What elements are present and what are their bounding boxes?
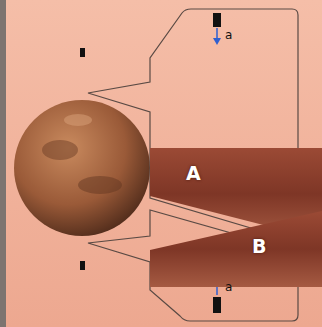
probe-bottom bbox=[80, 261, 85, 270]
mars-surface-mark bbox=[78, 176, 122, 194]
band-fill bbox=[150, 211, 322, 287]
arrowhead bbox=[213, 38, 221, 45]
left-border bbox=[0, 0, 6, 327]
mars-planet bbox=[14, 100, 150, 236]
probe-top bbox=[80, 48, 85, 57]
band-shape bbox=[150, 205, 322, 287]
probe-zoom bbox=[213, 297, 221, 313]
band-label: A bbox=[186, 162, 201, 184]
ground-band: B bbox=[150, 205, 322, 287]
mars-surface-mark bbox=[42, 140, 78, 160]
probe-zoom bbox=[213, 13, 221, 27]
acceleration-label: a bbox=[225, 28, 232, 42]
mars-surface-mark bbox=[64, 114, 92, 126]
band-label: B bbox=[252, 235, 266, 257]
acceleration-label: a bbox=[225, 280, 232, 294]
